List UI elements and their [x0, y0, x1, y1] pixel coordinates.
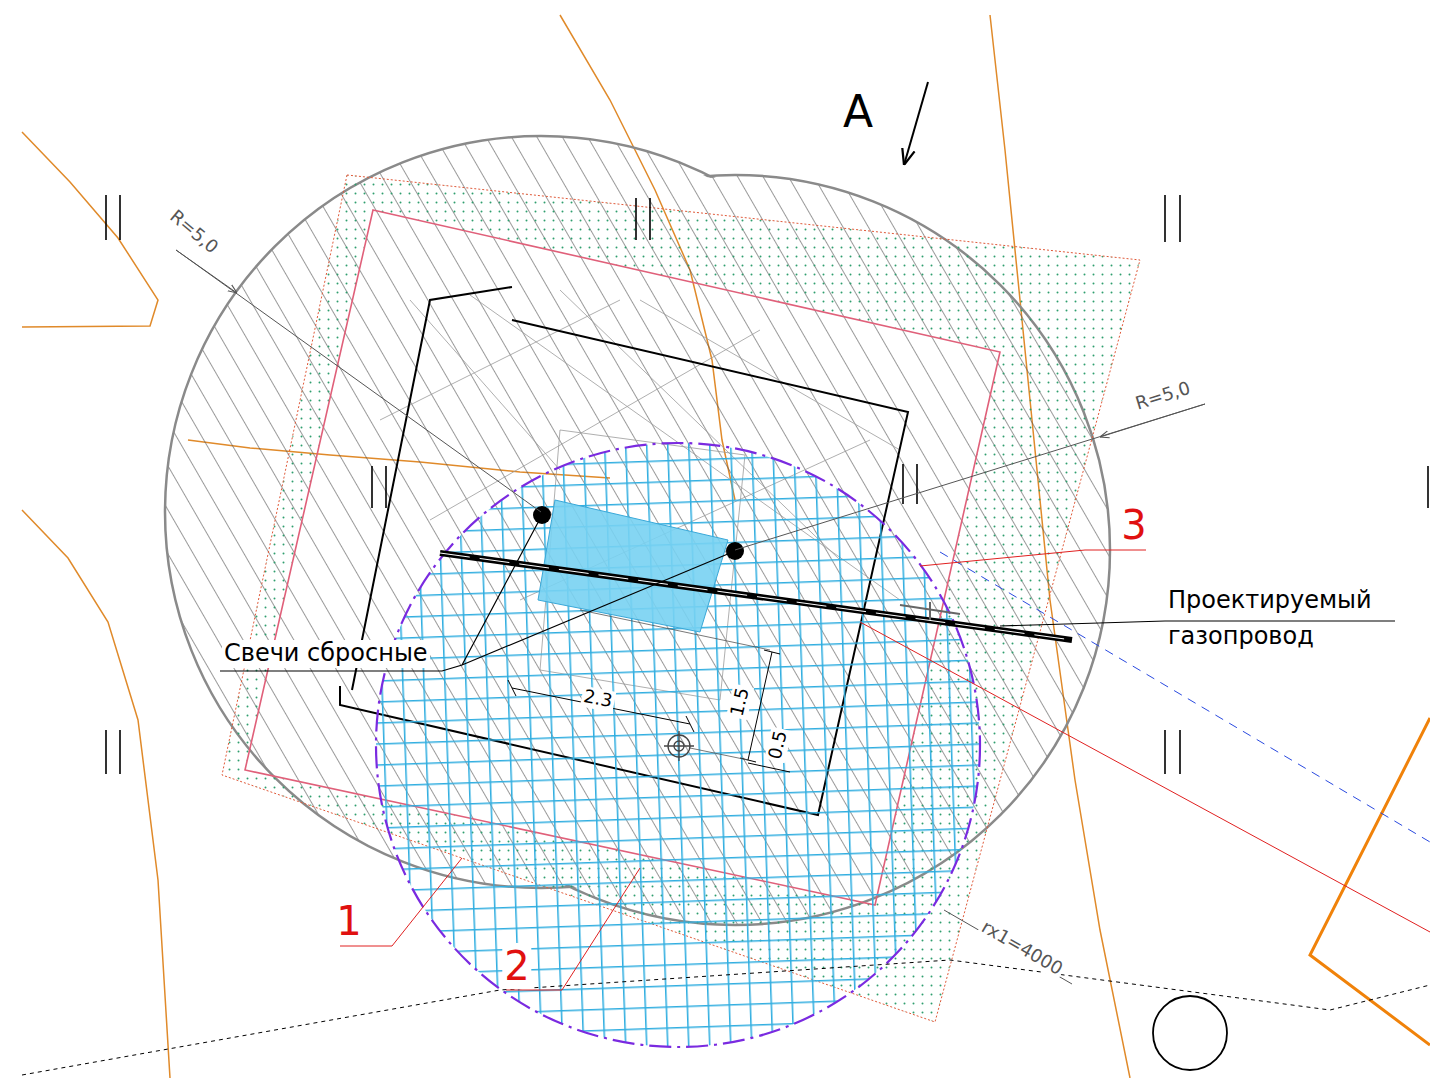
- section-mark: [372, 466, 386, 508]
- radius-label: rx1=4000: [976, 916, 1068, 981]
- radius-leader: [735, 404, 1205, 550]
- radius-leader: [944, 910, 1072, 984]
- dimension-lines: [508, 610, 790, 772]
- existing-line: [940, 552, 1430, 842]
- dimension-label: 1.5: [726, 684, 753, 720]
- well-symbol: [1153, 996, 1227, 1070]
- valve-symbol: [664, 731, 694, 761]
- dotted-boundary: [22, 960, 1430, 1075]
- section-mark: [903, 464, 917, 504]
- dimension-label: 2.3: [580, 686, 616, 713]
- leader-lines: [176, 250, 1395, 990]
- gas-pipeline: [440, 553, 1072, 640]
- callout-leader: [920, 550, 1146, 566]
- radius-leader: [176, 250, 541, 512]
- grid-zone-boundary: [376, 443, 980, 1047]
- radius-label: R=5,0: [1131, 377, 1195, 414]
- radius-label: R=5,0: [164, 205, 223, 260]
- gas-pipeline-core: [440, 553, 1072, 640]
- pipe-fitting: [900, 602, 960, 620]
- section-mark: [1427, 466, 1429, 508]
- contour-line: [22, 132, 158, 327]
- section-mark: [1165, 730, 1180, 774]
- section-mark: [106, 730, 120, 774]
- pipeline-label: Проектируемый газопровод: [1168, 582, 1404, 654]
- view-letter: A: [843, 87, 873, 138]
- candle-leader: [220, 515, 735, 671]
- candle-label: Свечи сбросные: [222, 640, 430, 668]
- section-mark: [636, 198, 650, 240]
- callout-number: 3: [1119, 502, 1148, 548]
- dimension-tick: [508, 680, 694, 732]
- boundary-line: [860, 622, 1430, 932]
- contour-line: [22, 510, 170, 1078]
- section-mark: [106, 195, 120, 240]
- dimension-line: [748, 763, 790, 772]
- callout-number: 2: [502, 943, 531, 989]
- view-arrow: [904, 82, 928, 165]
- extension-line: [580, 610, 770, 760]
- grid-zone: [376, 443, 980, 1047]
- section-mark: [1165, 195, 1180, 242]
- section-marks: [106, 195, 1428, 774]
- building-outline: [1310, 718, 1430, 1045]
- valve-cross: [664, 731, 694, 761]
- callout-number: 1: [334, 898, 363, 944]
- dimension-label: 0.5: [764, 727, 791, 763]
